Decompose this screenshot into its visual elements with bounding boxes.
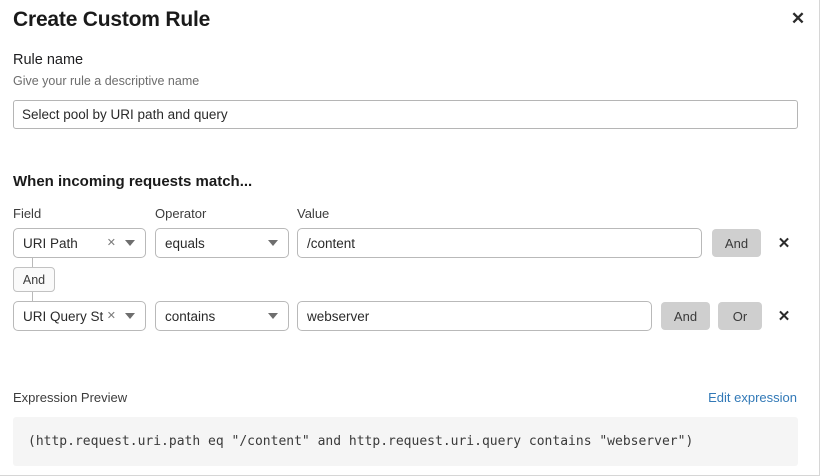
- field-select-value: URI Query St...: [23, 308, 104, 324]
- clear-icon[interactable]: ✕: [106, 309, 116, 322]
- clear-icon[interactable]: ✕: [106, 236, 116, 249]
- match-section-heading: When incoming requests match...: [13, 173, 253, 190]
- expression-preview-text: (http.request.uri.path eq "/content" and…: [28, 434, 694, 449]
- and-button-row-1[interactable]: And: [712, 229, 761, 257]
- chevron-down-icon: [268, 240, 278, 246]
- delete-condition-row-1[interactable]: ✕: [777, 235, 791, 252]
- rule-name-label: Rule name: [13, 52, 84, 68]
- chevron-down-icon: [268, 313, 278, 319]
- or-button-row-2[interactable]: Or: [718, 302, 762, 330]
- field-select-value: URI Path: [23, 235, 78, 251]
- operator-select-row-2[interactable]: contains: [155, 301, 289, 331]
- column-header-value: Value: [297, 206, 330, 221]
- page-title: Create Custom Rule: [13, 8, 211, 31]
- field-select-row-1[interactable]: URI Path ✕: [13, 228, 146, 258]
- chevron-down-icon: [125, 313, 135, 319]
- expression-preview-box: (http.request.uri.path eq "/content" and…: [13, 417, 798, 466]
- operator-select-row-1[interactable]: equals: [155, 228, 289, 258]
- operator-select-value: equals: [165, 235, 205, 251]
- operator-select-value: contains: [165, 308, 216, 324]
- expression-preview-label: Expression Preview: [13, 390, 128, 405]
- edit-expression-link[interactable]: Edit expression: [708, 390, 797, 405]
- field-select-row-2[interactable]: URI Query St... ✕: [13, 301, 146, 331]
- value-input-row-1[interactable]: [297, 228, 702, 258]
- and-button-row-2[interactable]: And: [661, 302, 710, 330]
- column-header-operator: Operator: [155, 206, 207, 221]
- rule-name-help-text: Give your rule a descriptive name: [13, 74, 200, 88]
- value-input-row-2[interactable]: [297, 301, 652, 331]
- close-icon[interactable]: ✕: [790, 8, 806, 28]
- rule-name-input[interactable]: [13, 100, 798, 129]
- delete-condition-row-2[interactable]: ✕: [777, 308, 791, 325]
- chevron-down-icon: [125, 240, 135, 246]
- column-header-field: Field: [13, 206, 42, 221]
- condition-connector-badge[interactable]: And: [13, 267, 55, 292]
